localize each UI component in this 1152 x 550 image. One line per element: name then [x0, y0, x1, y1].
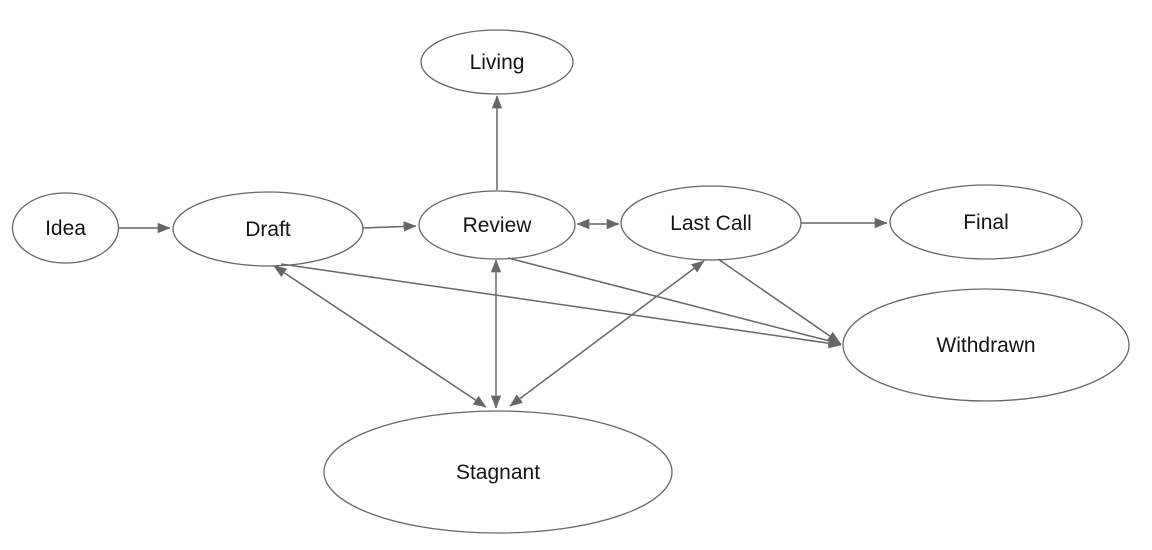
node-idea-label: Idea	[45, 217, 86, 240]
node-stagnant-shape	[323, 410, 673, 534]
edge-last-call-to-withdrawn	[717, 258, 841, 344]
edge-draft-stagnant-bidirectional	[273, 265, 487, 408]
edge-last-call-stagnant-bidirectional	[509, 260, 705, 407]
node-final-label: Final	[963, 211, 1009, 234]
node-living: Living	[420, 29, 574, 95]
node-draft: Draft	[172, 191, 364, 267]
node-withdrawn-label: Withdrawn	[936, 334, 1035, 357]
node-withdrawn: Withdrawn	[842, 288, 1130, 402]
node-draft-label: Draft	[245, 218, 291, 241]
node-living-shape	[420, 29, 574, 95]
node-final: Final	[889, 184, 1083, 260]
node-stagnant: Stagnant	[323, 410, 673, 534]
node-review-shape	[418, 190, 576, 260]
node-idea: Idea	[11, 192, 120, 264]
node-living-label: Living	[470, 51, 525, 74]
node-last-call: Last Call	[620, 185, 802, 261]
node-review: Review	[418, 190, 576, 260]
node-stagnant-label: Stagnant	[456, 461, 540, 484]
node-last-call-label: Last Call	[670, 212, 752, 235]
node-draft-shape	[172, 191, 364, 267]
node-review-label: Review	[463, 214, 533, 237]
edge-draft-to-review	[362, 221, 417, 232]
edge-draft-to-withdrawn	[280, 263, 842, 349]
node-withdrawn-shape	[842, 288, 1130, 402]
edge-review-to-withdrawn	[507, 257, 842, 346]
node-final-shape	[889, 184, 1083, 260]
